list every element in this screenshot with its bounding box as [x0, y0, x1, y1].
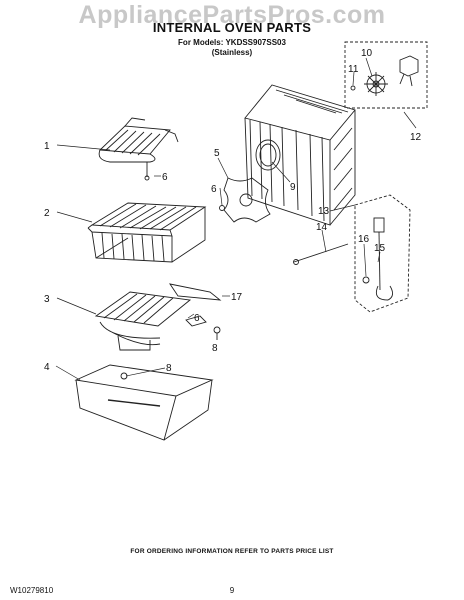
page-title: INTERNAL OVEN PARTS — [152, 20, 312, 35]
fan-bracket — [219, 177, 271, 223]
oven-cavity — [244, 84, 356, 226]
callout-6b: 6 — [194, 313, 200, 324]
callout-14: 14 — [316, 222, 328, 233]
bake-element — [94, 283, 222, 351]
callout-3: 3 — [44, 294, 50, 305]
callout-10: 10 — [361, 48, 373, 59]
callout-8a: 8 — [212, 343, 218, 354]
callout-15: 15 — [374, 243, 386, 254]
callout-6a: 6 — [162, 172, 168, 183]
callout-2: 2 — [44, 208, 50, 219]
callout-5: 5 — [214, 148, 220, 159]
callout-6c: 6 — [211, 184, 217, 195]
callout-16: 16 — [358, 234, 370, 245]
doc-number: W10279810 — [10, 586, 54, 595]
models-line: For Models: YKDSS907SS03 — [178, 38, 286, 47]
page-number: 9 — [229, 586, 235, 595]
callout-9: 9 — [290, 182, 296, 193]
oven-rack — [87, 202, 207, 263]
callout-17: 17 — [231, 292, 243, 303]
watermark: AppliancePartsPros.com — [78, 1, 386, 29]
leader-lines — [55, 57, 417, 381]
callout-4: 4 — [44, 362, 50, 373]
callout-1: 1 — [44, 141, 50, 152]
callout-11: 11 — [348, 64, 359, 75]
oven-bottom — [74, 364, 214, 441]
broil-element — [98, 117, 179, 181]
sensor-group — [293, 194, 411, 313]
callout-8b: 8 — [166, 363, 172, 374]
callout-12: 12 — [410, 132, 422, 143]
callout-numbers: 1 6 2 3 6 8 17 4 8 5 6 9 10 11 12 13 14 … — [44, 48, 422, 374]
ordering-note: FOR ORDERING INFORMATION REFER TO PARTS … — [130, 548, 334, 555]
convection-group — [344, 41, 428, 109]
finish-line: (Stainless) — [211, 48, 253, 57]
callout-13: 13 — [318, 206, 330, 217]
